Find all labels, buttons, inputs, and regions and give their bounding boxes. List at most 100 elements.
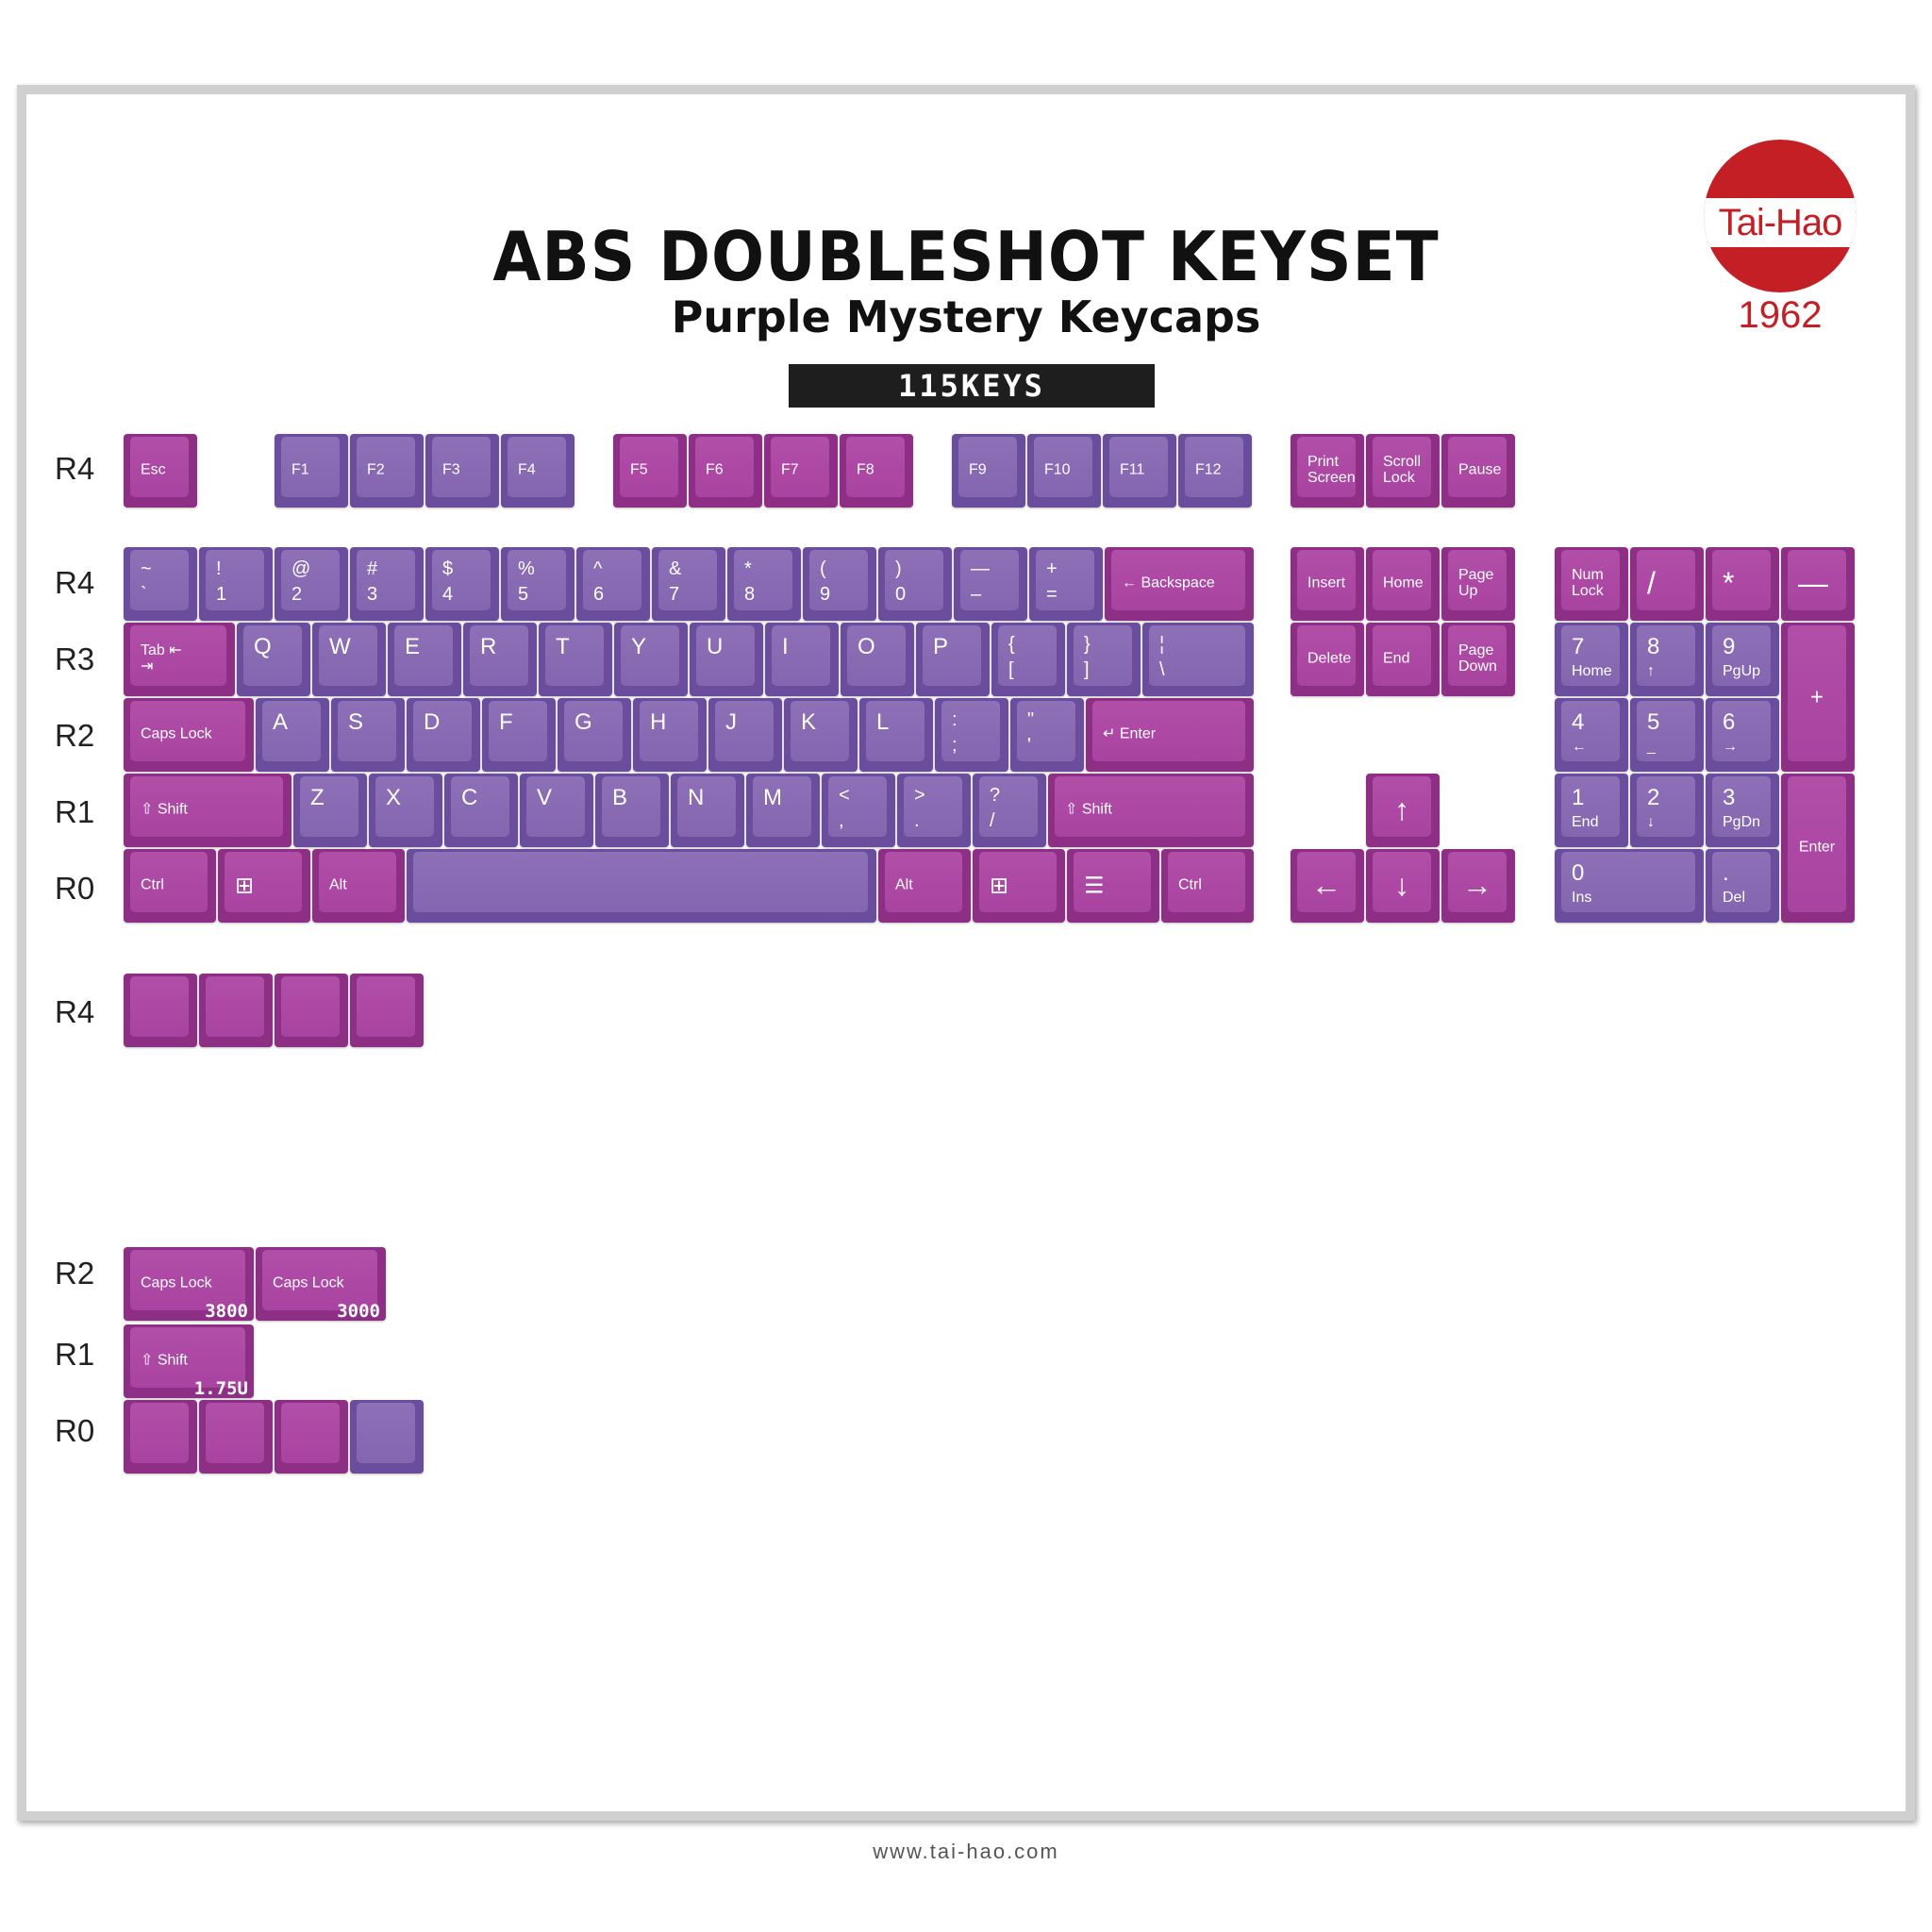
keycap-top — [451, 776, 509, 837]
keycap-top — [1448, 437, 1507, 497]
key-legend-top: ( — [820, 558, 826, 579]
keycap: Enter — [1781, 774, 1855, 923]
key-legend: Alt — [895, 876, 913, 893]
row-label: R2 — [55, 1256, 95, 1291]
key-legend: — — [1798, 566, 1828, 601]
key-legend: F7 — [781, 461, 799, 478]
keycap: C — [444, 774, 518, 847]
keycap-top — [225, 852, 302, 912]
keycap: #3 — [350, 547, 424, 621]
keycap-top — [130, 437, 189, 497]
keycap: Q — [237, 623, 310, 696]
keycap-top — [1448, 852, 1507, 912]
keycap-top — [1712, 701, 1771, 761]
keycap: }] — [1067, 623, 1141, 696]
keycap-top — [1185, 437, 1243, 497]
key-legend: Num Lock — [1572, 567, 1604, 599]
keycap-top — [394, 625, 453, 686]
keycap: ?/ — [973, 774, 1046, 847]
keycap: 2↓ — [1630, 774, 1704, 847]
keycap: R — [463, 623, 537, 696]
keycap-top — [281, 550, 340, 610]
keycap-top — [620, 437, 678, 497]
row-label: R2 — [55, 718, 95, 753]
keycap-top — [1017, 701, 1075, 761]
keycap-top — [130, 852, 208, 912]
keycap-top — [847, 625, 906, 686]
keycap-top — [772, 625, 830, 686]
key-legend-top: ^ — [593, 558, 603, 579]
keycap-top — [130, 625, 226, 686]
keycap: End — [1366, 623, 1440, 696]
keycap-top — [885, 852, 962, 912]
keycap-top — [206, 976, 264, 1037]
keycap-top — [281, 437, 340, 497]
key-legend: Caps Lock — [141, 1274, 212, 1291]
keycap-top — [696, 625, 755, 686]
keycap-top — [846, 437, 905, 497]
key-legend: F8 — [857, 461, 874, 478]
key-legend-top: < — [839, 785, 850, 806]
keycap-top — [1637, 625, 1695, 686]
key-legend: R — [480, 634, 497, 659]
keycap: Print Screen — [1291, 434, 1364, 508]
keycap: F1 — [275, 434, 348, 508]
keycap: *8 — [727, 547, 801, 621]
keycap — [124, 974, 197, 1047]
key-legend-top: 6 — [1723, 709, 1736, 735]
keycap-top — [715, 701, 774, 761]
key-legend-bottom: PgUp — [1723, 663, 1761, 680]
keycap: &7 — [652, 547, 725, 621]
keycap: Caps Lock — [124, 698, 254, 772]
key-legend: C — [461, 785, 478, 810]
keycap: Delete — [1291, 623, 1364, 696]
keycap: 6→ — [1706, 698, 1779, 772]
keycap-top — [319, 625, 377, 686]
keycap-top — [206, 1403, 264, 1463]
arrow-down-icon: ↓ — [1394, 868, 1409, 903]
keycap-top — [338, 701, 396, 761]
key-legend: F2 — [367, 461, 385, 478]
key-legend: V — [537, 785, 553, 810]
arrow-up-icon: ↑ — [1394, 792, 1409, 827]
website-url: www.tai-hao.com — [873, 1840, 1059, 1863]
key-legend: F4 — [518, 461, 536, 478]
keycap: Ctrl — [124, 849, 216, 923]
key-legend: B — [612, 785, 628, 810]
key-legend-bottom: 8 — [744, 584, 756, 605]
key-legend-bottom: 4 — [442, 584, 454, 605]
keycap: * — [1706, 547, 1779, 621]
keycap-top — [621, 625, 679, 686]
keycap-top — [885, 550, 943, 610]
logo-band — [1704, 198, 1857, 247]
keycap-top — [1297, 852, 1356, 912]
key-legend-top: { — [1008, 634, 1015, 655]
keycap-top — [941, 701, 1000, 761]
windows-icon: ⊞ — [990, 873, 1009, 899]
key-legend: I — [782, 634, 789, 659]
key-legend-bottom: ' — [1027, 735, 1031, 756]
keycap — [275, 1400, 348, 1474]
keycap: >. — [897, 774, 971, 847]
key-legend: + — [1809, 684, 1824, 710]
keycap: ☰ — [1067, 849, 1159, 923]
key-legend: N — [688, 785, 705, 810]
key-legend-top: ¦ — [1159, 634, 1165, 655]
key-legend-top: > — [914, 785, 925, 806]
keycap-top — [130, 1250, 245, 1310]
keycap: W — [312, 623, 386, 696]
keycap — [199, 974, 273, 1047]
keycap-top — [413, 701, 472, 761]
key-legend-bottom: Ins — [1572, 890, 1592, 907]
keycap-top — [1373, 550, 1431, 610]
key-legend: X — [386, 785, 402, 810]
keycap-top — [1373, 776, 1431, 837]
keycap: I — [765, 623, 839, 696]
keycap-top — [602, 776, 660, 837]
keycap-top — [375, 776, 434, 837]
key-legend-top: ) — [895, 558, 902, 579]
